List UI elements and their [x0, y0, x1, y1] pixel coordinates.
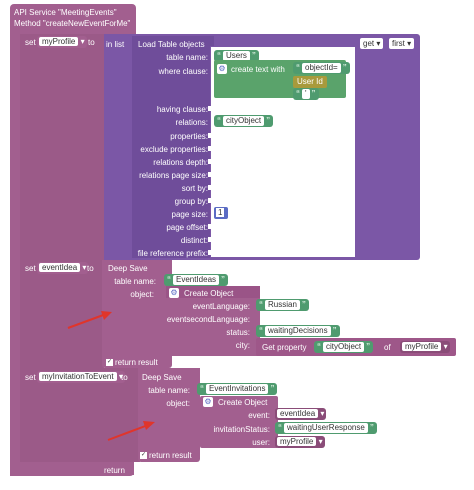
page-offset-label: page offset: [166, 223, 208, 232]
invitation-var[interactable]: myInvitationToEvent ▾ [37, 371, 125, 383]
quote-text[interactable]: “'” [293, 88, 319, 100]
set-eventidea-block[interactable] [20, 260, 104, 368]
socket-nub [208, 133, 214, 138]
table-name-label: table name: [114, 277, 156, 286]
socket-nub [208, 172, 214, 177]
socket-nub [208, 250, 214, 255]
event-label: event: [248, 411, 270, 420]
load-table-block[interactable] [132, 36, 214, 258]
page-size-value: 1 [216, 208, 225, 217]
set-label: set [25, 264, 36, 273]
socket-nub [208, 106, 214, 111]
users-text[interactable]: “Users” [214, 50, 259, 62]
socket-nub [208, 224, 214, 229]
event-second-language-label: eventsecondLanguage: [166, 315, 250, 324]
to-label: to [121, 373, 128, 382]
event-eventidea-var[interactable]: eventIdea ▾ [275, 408, 327, 420]
first-dropdown[interactable]: first ▾ [389, 38, 415, 49]
create-object-block-2[interactable] [200, 396, 278, 448]
to-label: to [87, 264, 94, 273]
create-object-header [166, 286, 260, 298]
file-reference-prefix-label: file reference prefix: [137, 249, 208, 258]
object-label-2: object: [166, 399, 190, 408]
set-invitation-block[interactable] [20, 368, 140, 462]
in-list-label: in list [106, 40, 125, 49]
create-text-label: create text with [231, 65, 285, 74]
properties-label: properties: [170, 132, 208, 141]
api-service-title: API Service "MeetingEvents" [14, 8, 117, 17]
sort-by-label: sort by: [181, 184, 208, 193]
eventideas-text[interactable]: “EventIdeas” [164, 274, 229, 286]
page-size-label: page size: [171, 210, 208, 219]
group-by-label: group by: [174, 197, 208, 206]
deep-save-title: Deep Save [108, 264, 148, 273]
deep-save-block-2[interactable] [138, 368, 200, 462]
red-arrow-icon [107, 421, 155, 441]
table-name-label-2: table name: [148, 386, 190, 395]
api-service-block[interactable] [10, 4, 136, 34]
return-label: return [104, 466, 125, 475]
russian-text[interactable]: “Russian” [256, 299, 309, 311]
table-name-label: table name: [166, 53, 208, 62]
set-label: set [25, 38, 36, 47]
relations-label: relations: [175, 118, 208, 127]
procedure-left-bar [10, 30, 22, 476]
of-label: of [384, 343, 391, 352]
gear-icon[interactable]: ⚙ [217, 64, 227, 74]
objectid-text[interactable]: “objectId=” [293, 62, 350, 74]
where-clause-label: where clause: [158, 67, 208, 76]
relations-page-size-label: relations page size: [139, 171, 208, 180]
create-object-label-2: Create Object [218, 398, 268, 407]
status-label: status: [226, 328, 250, 337]
relations-depth-label: relations depth: [153, 158, 208, 167]
socket-nub [208, 159, 214, 164]
set-myprofile-block[interactable] [20, 34, 104, 260]
eventidea-var[interactable]: eventIdea ▾ [37, 262, 89, 274]
red-arrow-icon [67, 311, 112, 329]
deep-save-block[interactable] [102, 260, 172, 368]
user-myprofile-var[interactable]: myProfile ▾ [275, 436, 325, 448]
return-result-checkbox-2[interactable]: ✓return result [140, 451, 192, 460]
load-table-title: Load Table objects [138, 40, 205, 49]
waiting-user-response-text[interactable]: “waitingUserResponse” [275, 422, 377, 434]
event-language-label: eventLanguage: [192, 302, 250, 311]
gear-icon[interactable]: ⚙ [169, 288, 179, 298]
to-label: to [88, 38, 95, 47]
eventinvitations-text[interactable]: “EventInvitations” [197, 383, 278, 395]
object-label: object: [130, 290, 154, 299]
checkbox-icon[interactable]: ✓ [140, 452, 147, 460]
city-label: city: [235, 341, 250, 350]
cityobject-text[interactable]: “cityObject” [214, 115, 274, 127]
user-id-block[interactable] [293, 76, 327, 88]
procedure-bottom [10, 462, 134, 476]
gear-icon[interactable]: ⚙ [203, 397, 213, 407]
create-object-label: Create Object [184, 289, 234, 298]
deep-save-title-2: Deep Save [142, 373, 182, 382]
checkbox-icon[interactable]: ✓ [106, 359, 113, 367]
user-id-label: User Id [297, 77, 323, 86]
cityobject-prop-text[interactable]: “cityObject” [314, 341, 374, 353]
method-title: Method "createNewEventForMe" [14, 19, 131, 28]
user-label: user: [252, 438, 270, 447]
return-socket [128, 463, 134, 475]
set-label: set [25, 373, 36, 382]
get-dropdown[interactable]: get ▾ [360, 38, 384, 49]
invitation-status-label: invitationStatus: [213, 425, 270, 434]
socket-nub [208, 237, 214, 242]
waiting-decisions-text[interactable]: “waitingDecisions” [256, 325, 340, 337]
distinct-label: distinct: [180, 236, 208, 245]
get-property-label: Get property [262, 343, 307, 352]
myprofile-var[interactable]: myProfile ▾ [37, 36, 87, 48]
of-myprofile-var[interactable]: myProfile ▾ [400, 341, 450, 353]
socket-nub [208, 146, 214, 151]
having-clause-label: having clause: [156, 105, 208, 114]
socket-nub [208, 198, 214, 203]
socket-nub [208, 185, 214, 190]
return-result-checkbox[interactable]: ✓return result [106, 358, 158, 367]
exclude-properties-label: exclude properties: [140, 145, 208, 154]
